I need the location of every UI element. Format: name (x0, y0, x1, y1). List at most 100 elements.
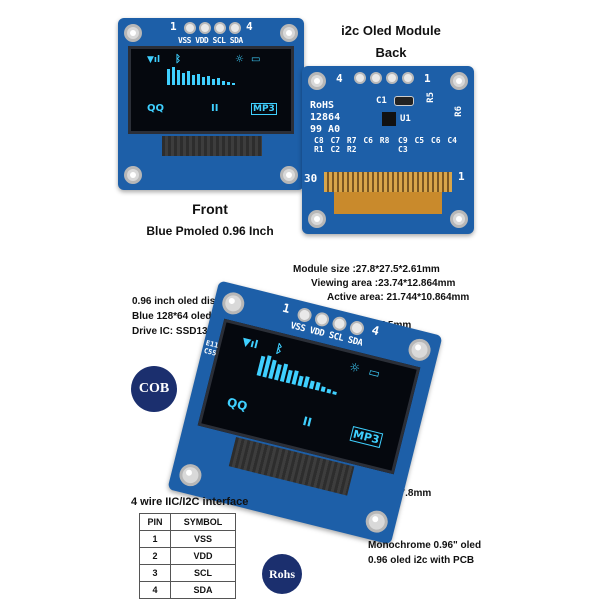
pin-symbol: VSS (170, 530, 236, 548)
pause-icon: II (211, 103, 219, 114)
pin-symbol: VDD (170, 547, 236, 565)
mount-hole (219, 290, 247, 317)
battery-icon: ▭ (367, 364, 382, 381)
back-board: 4 1 RoHS 12864 99 A0 C1 R5 R6 U1 C8 C7 R… (302, 66, 474, 234)
col-header-pin: PIN (139, 513, 171, 531)
left-spec-line1: 0.96 inch oled display (132, 296, 236, 307)
mount-hole (363, 508, 391, 535)
mount-hole (124, 24, 142, 42)
part-number: 12864 (310, 112, 341, 123)
mount-hole (450, 210, 468, 228)
u1-chip (382, 112, 396, 126)
settings-icon: ☼ (347, 359, 362, 376)
pins-text: VSS VDD SCL SDA (178, 36, 243, 45)
ribbon-cable (162, 136, 262, 156)
front-board: 1 4 VSS VDD SCL SDA ▼ıl ᛒ ☼ ▭ QQ II MP3 (118, 18, 304, 190)
u1-label: U1 (400, 114, 411, 124)
pin-pad (229, 22, 241, 34)
mount-hole (124, 166, 142, 184)
back-label-30: 30 (304, 172, 318, 185)
c1-component (394, 96, 414, 106)
spec-viewing-area: Viewing area :23.74*12.864mm (311, 278, 456, 289)
table-row: 2 VDD (139, 547, 236, 565)
dim-height: 27.8mm (394, 488, 432, 499)
pin-pad (214, 22, 226, 34)
front-caption-line2: Blue Pmoled 0.96 Inch (146, 224, 274, 238)
bottom-right-line2: 0.96 oled i2c with PCB (368, 555, 475, 566)
front-caption: Front Blue Pmoled 0.96 Inch (120, 198, 300, 242)
cob-badge: COB (131, 366, 177, 412)
rohs-mark: RoHS (310, 100, 335, 111)
spec-active-area: Active area: 21.744*10.864mm (327, 292, 470, 303)
pin-pad (402, 72, 414, 84)
mount-hole (308, 72, 326, 90)
table-row: 4 SDA (139, 581, 236, 599)
pin-pad (296, 306, 314, 324)
components-left: C8 C7 R7 C6 R8 R1 C2 R2 (314, 136, 390, 154)
pin-symbol: SCL (170, 564, 236, 582)
table-header-row: PIN SYMBOL (139, 513, 236, 531)
mount-hole (308, 210, 326, 228)
pin-number: 2 (139, 547, 171, 565)
back-title: i2c Oled Module Back (336, 20, 446, 64)
mount-hole (406, 336, 433, 364)
mp3-label: MP3 (251, 103, 277, 115)
left-spec-line2: Blue 128*64 oled (132, 311, 212, 322)
fpc-cable (334, 192, 442, 214)
pin-number: 3 (139, 564, 171, 582)
oled-screen: ▼ıl ᛒ ☼ ▭ QQ II MP3 (128, 46, 294, 134)
pin-number: 1 (139, 530, 171, 548)
pin-symbol: SDA (170, 581, 236, 599)
back-title-line1: i2c Oled Module (341, 23, 441, 38)
back-label-1-top: 1 (424, 72, 431, 85)
batch-code: 99 A0 (310, 124, 341, 135)
table-row: 1 VSS (139, 530, 236, 548)
rohs-badge: Rohs (262, 554, 302, 594)
mount-hole (177, 461, 204, 489)
back-label-1-bottom: 1 (458, 170, 465, 183)
battery-icon: ▭ (251, 54, 261, 65)
mount-hole (280, 166, 298, 184)
col-header-symbol: SYMBOL (170, 513, 236, 531)
pin-pad (386, 72, 398, 84)
pin-pad (199, 22, 211, 34)
bluetooth-icon: ᛒ (274, 341, 285, 357)
interface-title: 4 wire IIC/I2C interface (131, 496, 249, 508)
main-oled-screen: ▼ıl ᛒ ☼ ▭ QQ II MP3 (197, 318, 421, 475)
front-caption-line1: Front (192, 201, 228, 217)
r5-label: R5 (426, 92, 436, 103)
pin-pad (354, 72, 366, 84)
pin-pad (348, 319, 366, 337)
pin-number: 4 (139, 581, 171, 599)
pin-label-1: 1 (170, 20, 177, 33)
main-mp3-label: MP3 (349, 426, 383, 449)
signal-icon: ▼ıl (147, 55, 161, 65)
bluetooth-icon: ᛒ (175, 54, 181, 65)
mount-hole (450, 72, 468, 90)
pin-table: PIN SYMBOL 1 VSS 2 VDD 3 SCL 4 SDA (139, 513, 236, 599)
pin-pad (370, 72, 382, 84)
c1-label: C1 (376, 96, 387, 106)
pin-pad (184, 22, 196, 34)
main-pin-label-4: 4 (370, 322, 381, 339)
table-row: 3 SCL (139, 564, 236, 582)
bottom-right-line1: Monochrome 0.96" oled (368, 540, 482, 551)
left-spec-line3: Drive IC: SSD1306 (132, 326, 219, 337)
pin-label-4: 4 (246, 20, 253, 33)
r6-label: R6 (454, 106, 464, 117)
main-pin-label-1: 1 (281, 300, 292, 317)
fpc-contacts (324, 172, 452, 192)
mount-hole (280, 24, 298, 42)
main-qq-label: QQ (225, 395, 249, 414)
side-marks: E11 C55 (202, 339, 220, 358)
main-pause-icon: II (301, 413, 314, 430)
pin-pad (331, 315, 348, 333)
qq-label: QQ (147, 103, 165, 114)
pin-pad (313, 310, 331, 328)
back-label-4: 4 (336, 72, 343, 85)
components-right: C9 C5 C6 C4 C3 (398, 136, 457, 154)
settings-icon: ☼ (235, 54, 244, 65)
back-title-line2: Back (375, 45, 407, 60)
signal-icon: ▼ıl (240, 334, 260, 352)
spec-module-size: Module size :27.8*27.5*2.61mm (293, 264, 440, 275)
